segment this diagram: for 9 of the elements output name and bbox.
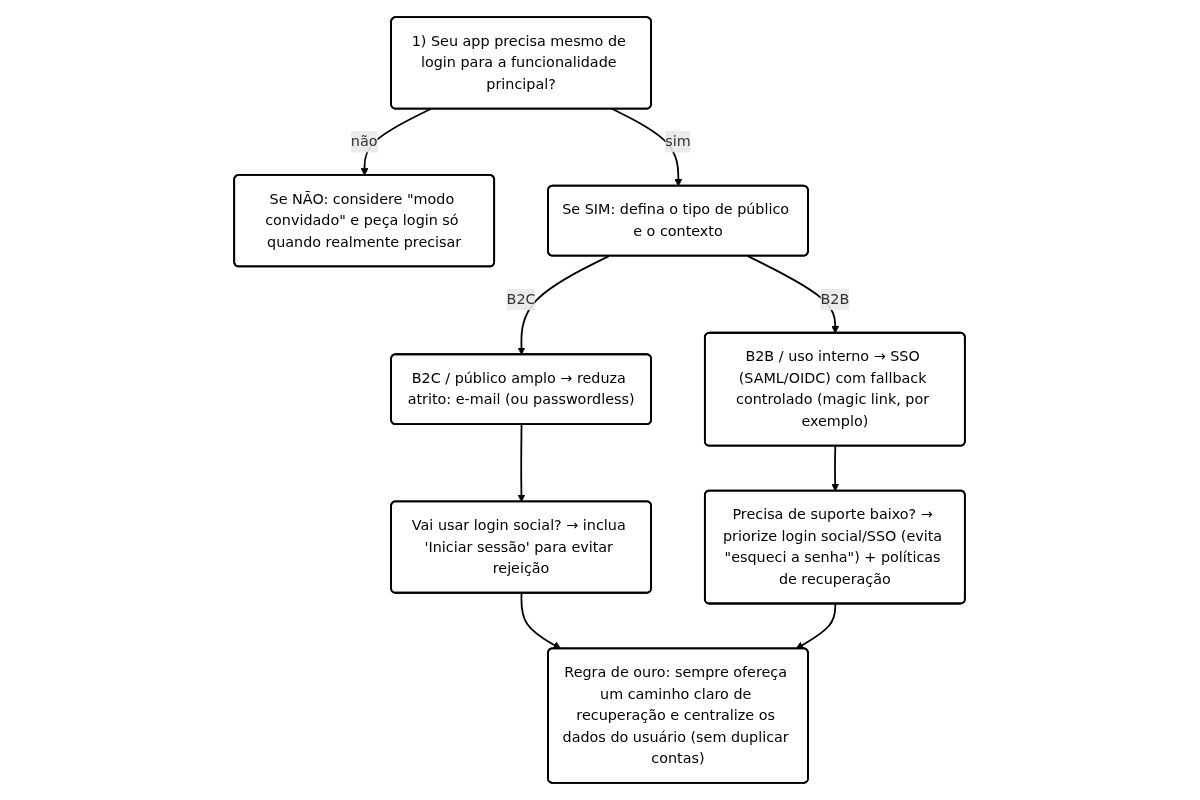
arrow: [796, 603, 837, 650]
arrow: [518, 255, 611, 356]
arrow: [831, 445, 840, 492]
arrow: [517, 423, 526, 503]
edge-label: B2C: [507, 290, 537, 308]
edge-label: não: [351, 132, 378, 150]
edge-label: sim: [665, 132, 692, 150]
arrow: [521, 592, 562, 650]
edge-label: B2B: [820, 290, 850, 308]
